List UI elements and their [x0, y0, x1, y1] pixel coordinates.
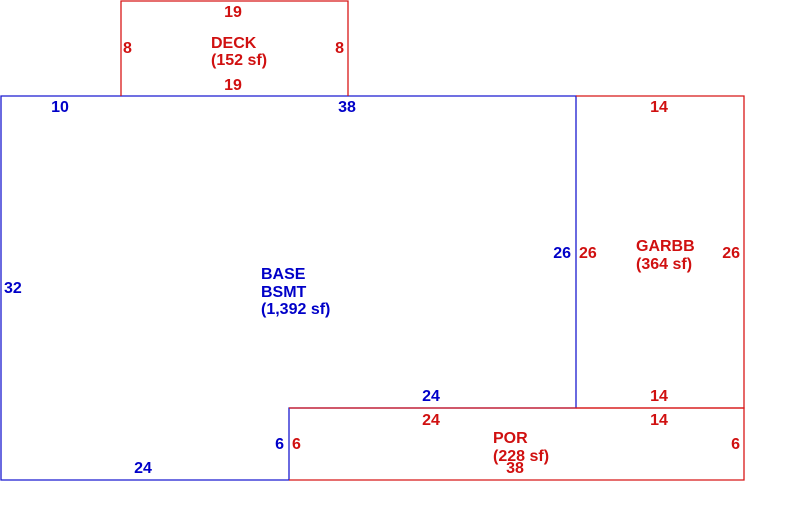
- deck-dim-right: 8: [335, 40, 344, 57]
- base-dim-top-left: 10: [51, 99, 69, 116]
- por-dim-left: 6: [292, 436, 301, 453]
- por-dim-top-left: 24: [422, 412, 440, 429]
- deck-dim-top: 19: [224, 4, 242, 21]
- base-code-label: BASE: [261, 266, 306, 283]
- deck-name-label: DECK: [211, 35, 257, 52]
- deck-area-label: (152 sf): [211, 52, 267, 69]
- base-name-label: BSMT: [261, 284, 307, 301]
- por-dim-top-right: 14: [650, 412, 668, 429]
- garbb-name-label: GARBB: [636, 238, 695, 255]
- deck-dim-left: 8: [123, 40, 132, 57]
- por-dim-right: 6: [731, 436, 740, 453]
- por-name-label: POR: [493, 430, 528, 447]
- por-dim-bottom: 38: [506, 460, 524, 477]
- por-area-label: (228 sf): [493, 448, 549, 465]
- garbb-dim-right: 26: [722, 245, 740, 262]
- garbb-dim-left: 26: [579, 245, 597, 262]
- base-dim-notch-side: 6: [275, 436, 284, 453]
- base-dim-right: 26: [553, 245, 571, 262]
- base-dim-left: 32: [4, 280, 22, 297]
- garbb-dim-top: 14: [650, 99, 668, 116]
- garbb-area-label: (364 sf): [636, 256, 692, 273]
- base-area-label: (1,392 sf): [261, 301, 330, 318]
- deck-outline: [120, 0, 349, 96]
- base-dim-notch-top: 24: [422, 388, 440, 405]
- deck-dim-bottom: 19: [224, 77, 242, 94]
- base-dim-bottom: 24: [134, 460, 152, 477]
- por-outline: [289, 407, 745, 481]
- garbb-dim-bottom: 14: [650, 388, 668, 405]
- base-dim-top-right: 38: [338, 99, 356, 116]
